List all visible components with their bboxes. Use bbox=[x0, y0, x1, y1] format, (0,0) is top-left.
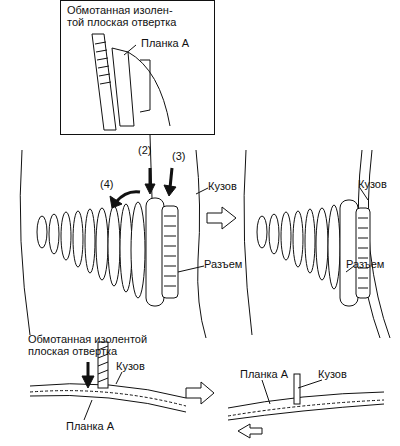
drawing-stroke bbox=[228, 404, 384, 420]
drawing-stroke bbox=[112, 48, 134, 126]
step-arrow bbox=[207, 207, 236, 229]
step-arrow bbox=[186, 382, 214, 404]
drawing-stroke bbox=[149, 168, 152, 186]
drawing-stroke bbox=[294, 374, 300, 404]
drawing-stroke bbox=[178, 188, 208, 272]
drawing-stroke bbox=[358, 218, 368, 288]
drawing-stroke bbox=[116, 192, 140, 202]
drawing-stroke bbox=[238, 424, 262, 438]
part-label: (3) bbox=[172, 150, 185, 162]
inset-label: Обмотанная изолен- той плоская отвертка bbox=[67, 4, 185, 28]
drawing-stroke bbox=[20, 150, 30, 335]
drawing-stroke bbox=[140, 60, 150, 112]
part-label: Кузов bbox=[116, 360, 145, 372]
inset-box: Обмотанная изолен- той плоская отверткаП… bbox=[60, 0, 215, 135]
part-label: Планка А bbox=[66, 420, 114, 432]
drawing-stroke bbox=[124, 45, 136, 55]
drawing-stroke bbox=[82, 376, 94, 388]
drawing-stroke bbox=[196, 150, 206, 338]
drawing-stroke bbox=[128, 52, 170, 126]
part-label: Планка А bbox=[240, 368, 288, 380]
drawing-stroke bbox=[61, 212, 71, 260]
drawing-stroke bbox=[37, 216, 47, 248]
drawing-stroke bbox=[120, 204, 132, 292]
drawing-stroke bbox=[228, 400, 384, 416]
drawing-stroke bbox=[95, 42, 111, 84]
drawing-stroke bbox=[257, 216, 267, 248]
drawing-stroke bbox=[145, 184, 155, 194]
part-label: Разъем bbox=[204, 258, 242, 270]
drawing-stroke bbox=[110, 196, 122, 208]
drawing-stroke bbox=[84, 372, 122, 420]
drawing-stroke bbox=[49, 214, 59, 254]
part-label: Разъем bbox=[346, 258, 384, 270]
drawing-stroke bbox=[164, 185, 176, 196]
drawing-stroke bbox=[328, 205, 340, 289]
right-assembly bbox=[244, 150, 390, 338]
part-label: Кузов bbox=[358, 178, 387, 190]
drawing-stroke bbox=[262, 380, 322, 404]
left-assembly bbox=[20, 150, 208, 338]
drawing-stroke bbox=[281, 212, 291, 260]
drawing-stroke bbox=[316, 208, 328, 280]
drawing-stroke bbox=[305, 209, 315, 273]
drawing-stroke bbox=[131, 202, 145, 298]
drawing-stroke bbox=[340, 200, 358, 306]
drawing-stroke bbox=[108, 206, 120, 286]
part-label: (2) bbox=[138, 144, 151, 156]
drawing-stroke bbox=[85, 209, 95, 273]
drawing-stroke bbox=[170, 168, 172, 188]
drawing-stroke bbox=[356, 208, 370, 298]
drawing-stroke bbox=[30, 395, 186, 412]
part-label: Кузов bbox=[318, 368, 347, 380]
drawing-stroke bbox=[146, 198, 164, 306]
inset-label: Планка А bbox=[141, 37, 211, 49]
drawing-stroke bbox=[293, 211, 303, 267]
drawing-stroke bbox=[162, 206, 178, 298]
drawing-stroke bbox=[96, 208, 108, 280]
drawing-stroke bbox=[269, 214, 279, 254]
part-label: Кузов bbox=[208, 180, 237, 192]
drawing-stroke bbox=[244, 150, 252, 335]
section-after bbox=[228, 374, 384, 438]
drawing-stroke bbox=[73, 211, 83, 267]
part-label: (4) bbox=[100, 178, 113, 190]
part-label: Обмотанная изолентой плоская отвертка bbox=[28, 333, 150, 357]
drawing-stroke bbox=[164, 216, 176, 286]
